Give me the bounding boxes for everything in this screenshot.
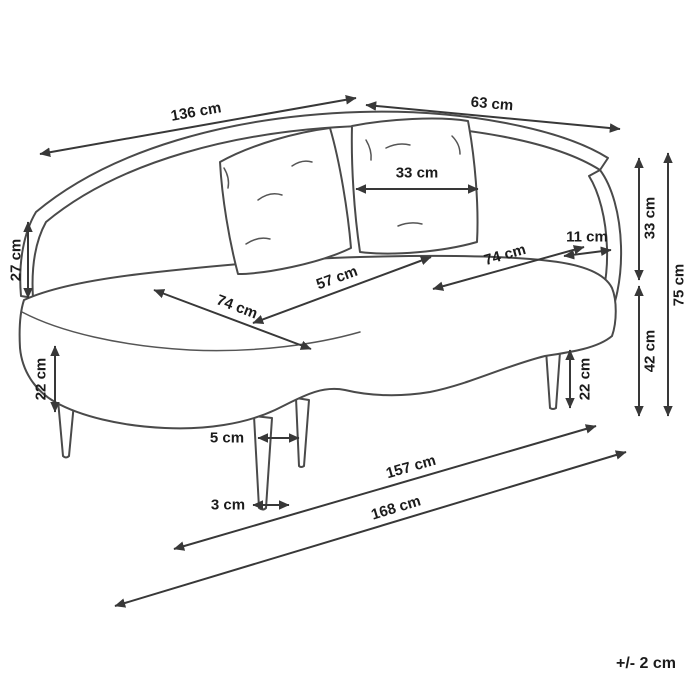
dim-leg-width: 3 cm	[211, 497, 290, 514]
dim-label-back-right: 63 cm	[470, 94, 514, 115]
dim-label-total-length: 168 cm	[369, 492, 423, 523]
dim-base-height-left: 22 cm	[33, 345, 60, 413]
tolerance-note: +/- 2 cm	[616, 655, 676, 672]
cushion-details	[223, 135, 461, 245]
dim-line-seat-depth-right	[432, 245, 585, 291]
dim-arm-height-left: 27 cm	[8, 221, 33, 299]
cushion-crease	[451, 135, 461, 155]
dim-label-back-top-depth: 11 cm	[566, 229, 608, 246]
dim-label-total-height: 75 cm	[671, 264, 688, 307]
dim-label-leg-height-right: 22 cm	[577, 358, 594, 401]
dim-line-back-left	[39, 95, 357, 157]
dim-back-upper-height: 33 cm	[634, 157, 659, 281]
sofa-leg-front-left	[253, 415, 273, 511]
dim-back-right: 63 cm	[365, 94, 621, 133]
sofa-base-contour	[21, 311, 361, 352]
cushion-tuft	[257, 193, 283, 201]
dim-label-back-upper-height: 33 cm	[642, 197, 659, 240]
sofa-illustration	[18, 110, 623, 511]
cushion-tuft	[385, 143, 411, 149]
dim-line-seat-depth-left	[153, 289, 312, 350]
cushion-right	[350, 117, 479, 255]
dim-back-top-depth: 11 cm	[563, 229, 612, 260]
dim-label-seat-to-top-height: 42 cm	[642, 330, 659, 373]
dim-leg-height-right: 22 cm	[565, 349, 594, 409]
dim-total-length: 168 cm	[114, 450, 627, 608]
dim-label-base-height-left: 22 cm	[33, 358, 50, 401]
dim-label-inner-length: 157 cm	[384, 452, 438, 482]
sofa-leg-far-left	[57, 399, 75, 459]
sofa-leg-right	[545, 349, 561, 410]
cushion-tuft	[397, 222, 423, 227]
dim-total-height: 75 cm	[663, 152, 688, 417]
dim-line-total-length	[114, 450, 627, 608]
cushion-crease	[223, 167, 230, 189]
cushion-tuft	[245, 237, 271, 245]
dim-label-arm-height-left: 27 cm	[8, 239, 25, 282]
cushion-left	[219, 127, 352, 275]
dim-line-back-right	[365, 101, 621, 133]
cushion-tuft	[291, 160, 313, 167]
dim-label-cushion-width: 33 cm	[396, 165, 439, 182]
sofa-leg-front-middle	[295, 397, 310, 468]
dim-label-leg-gap: 5 cm	[210, 430, 244, 447]
dim-seat-to-top-height: 42 cm	[634, 285, 659, 417]
cushion-crease	[365, 139, 372, 161]
dim-cushion-width: 33 cm	[355, 165, 479, 194]
dim-label-back-left: 136 cm	[169, 99, 222, 125]
dim-label-leg-width: 3 cm	[211, 497, 245, 514]
